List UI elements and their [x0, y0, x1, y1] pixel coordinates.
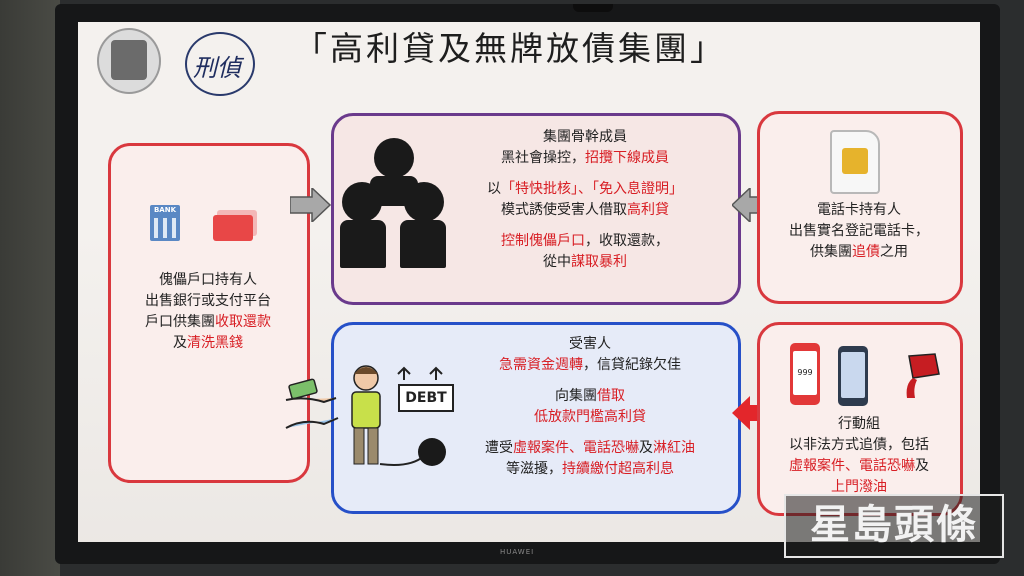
crime-unit-logo: 刑偵	[185, 32, 255, 96]
masked-gang-icon	[340, 138, 446, 268]
money-hands-icon	[285, 378, 339, 429]
sim-holder-text: 電話卡持有人 出售實名登記電話卡， 供集團追債之用	[789, 202, 929, 260]
debt-sign: DEBT	[398, 384, 454, 412]
victim-text: 受害人 急需資金週轉，信貸紀錄欠佳 向集團借取 低放款門檻高利貸 遭受虛報案件、…	[485, 336, 695, 477]
puppet-account-text: 傀儡戶口持有人 出售銀行或支付平台 戶口供集團收取還款 及清洗黑錢	[145, 272, 271, 351]
sim-card-icon	[830, 130, 880, 194]
victim-box	[331, 322, 741, 514]
bank-icon: BANK	[150, 205, 180, 241]
camera-notch	[573, 4, 613, 12]
monitor-brand: HUAWEI	[500, 548, 535, 556]
background-wall	[0, 0, 60, 576]
action-team-text: 行動組 以非法方式追債，包括 虛報案件、電話恐嚇及 上門潑油	[789, 416, 929, 495]
phone-999-icon: 999	[790, 343, 820, 405]
debtor-icon	[351, 365, 446, 466]
smartphone-icon	[838, 346, 868, 406]
credit-card-icon	[213, 210, 257, 242]
paint-bucket-icon	[906, 353, 940, 398]
police-badge-logo	[97, 28, 161, 94]
arrow-right-icon	[290, 188, 332, 222]
puppet-account-box	[108, 143, 310, 483]
core-members-text: 集團骨幹成員 黑社會操控，招攬下線成員 以「特快批核」、「免入息證明」 模式誘使…	[487, 129, 683, 270]
red-arrow-left-icon	[732, 396, 772, 430]
slide-title: 「高利貸及無牌放債集團」	[294, 29, 726, 68]
news-watermark: 星島頭條	[784, 494, 1004, 558]
